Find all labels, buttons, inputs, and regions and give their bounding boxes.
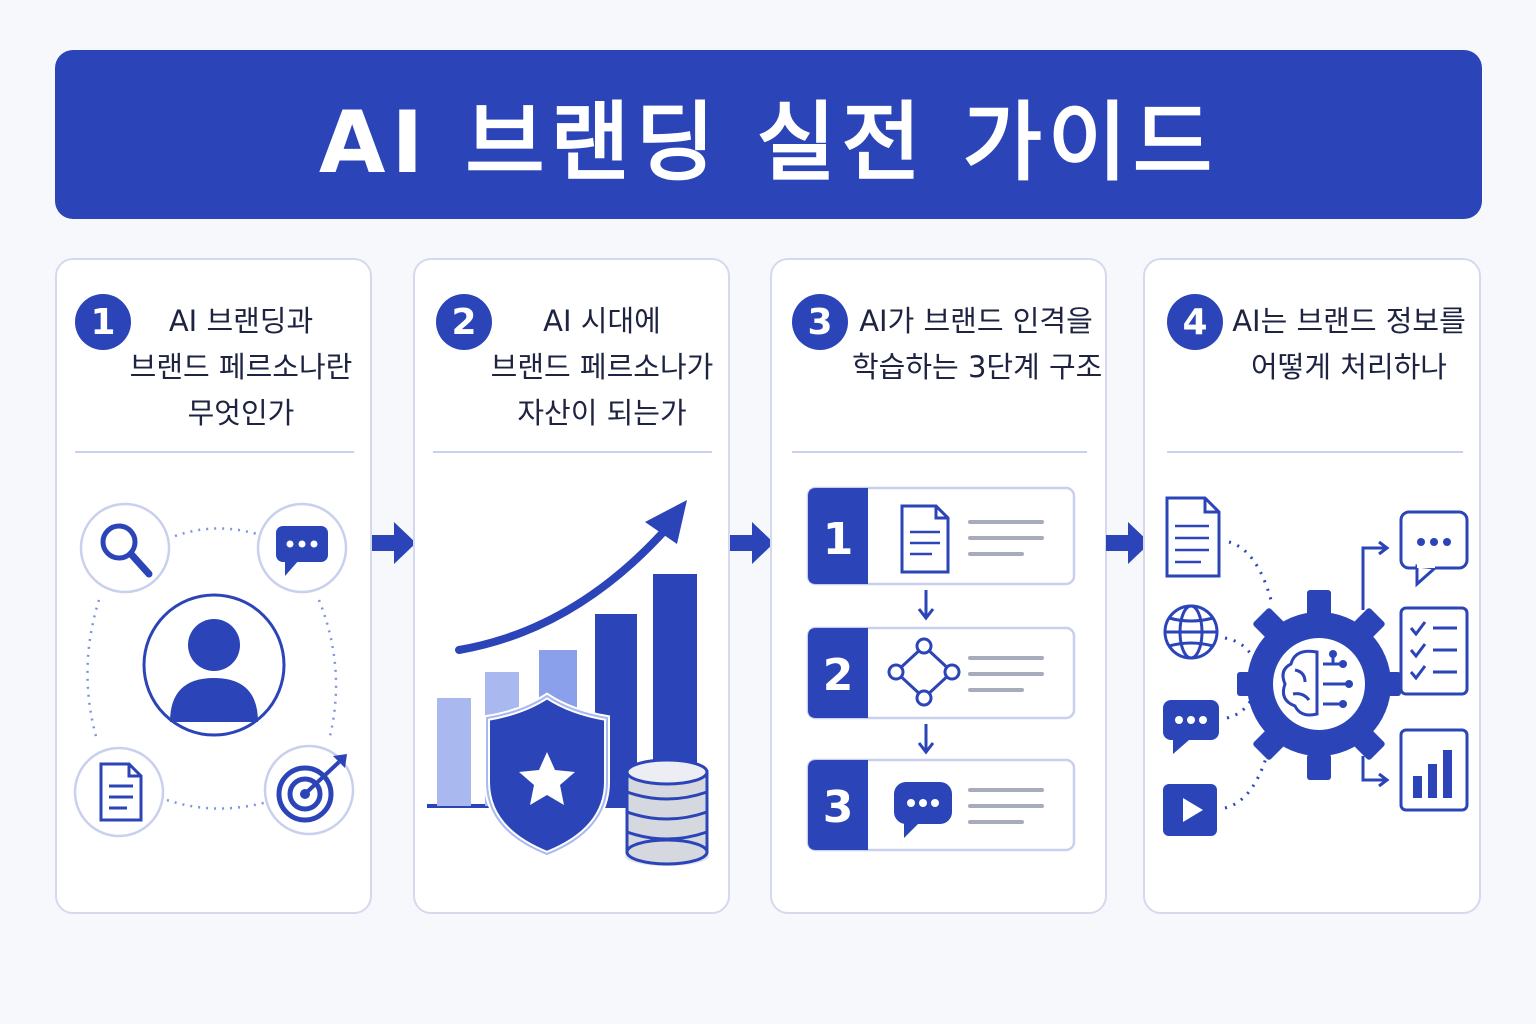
user-avatar-icon bbox=[142, 593, 286, 737]
text-lines-placeholder bbox=[968, 520, 1044, 556]
step-card-2: 2 AI 시대에 브랜드 페르소나가 자산이 되는가 bbox=[413, 258, 730, 914]
step-divider bbox=[1167, 451, 1463, 453]
document-icon bbox=[73, 746, 165, 838]
step-divider bbox=[792, 451, 1087, 453]
stage-box-2 bbox=[806, 626, 1076, 720]
play-video-icon bbox=[1163, 784, 1217, 836]
arrow-head bbox=[1378, 772, 1390, 788]
step-title-line: AI 시대에 bbox=[543, 304, 661, 338]
step-title-line: AI 브랜딩과 bbox=[168, 304, 314, 338]
step-title-4: AI는 브랜드 정보를 어떻게 처리하나 bbox=[1229, 298, 1469, 390]
title-banner: AI 브랜딩 실전 가이드 bbox=[55, 50, 1482, 219]
gear-brain-icon bbox=[1237, 590, 1401, 780]
dotted-connector bbox=[86, 599, 101, 741]
step-divider bbox=[75, 451, 354, 453]
step-number-2: 2 bbox=[436, 294, 492, 350]
globe-icon bbox=[1163, 604, 1219, 660]
coin-stack-icon bbox=[625, 758, 709, 866]
arrow-down-icon bbox=[917, 724, 935, 755]
stage-number: 3 bbox=[823, 782, 854, 833]
stage-number: 2 bbox=[823, 650, 854, 701]
shield-star-icon bbox=[484, 692, 610, 858]
step-title-line: 브랜드 페르소나란 bbox=[129, 350, 353, 384]
chat-bubble-icon bbox=[1399, 510, 1469, 588]
arrow-head bbox=[1378, 540, 1390, 556]
step-divider bbox=[433, 451, 712, 453]
output-connector bbox=[1361, 546, 1385, 782]
dotted-connector bbox=[166, 798, 268, 810]
step-card-1: 1 AI 브랜딩과 브랜드 페르소나란 무엇인가 bbox=[55, 258, 372, 914]
persona-diagram bbox=[73, 502, 355, 838]
bar-chart-icon bbox=[1399, 728, 1469, 812]
document-icon bbox=[1165, 496, 1221, 578]
step-title-1: AI 브랜딩과 브랜드 페르소나란 무엇인가 bbox=[121, 298, 361, 436]
trend-arrowhead bbox=[645, 500, 687, 544]
checklist-icon bbox=[1399, 606, 1469, 696]
search-icon bbox=[79, 502, 171, 594]
stage-number: 1 bbox=[823, 514, 854, 565]
arrow-right-icon bbox=[730, 522, 774, 564]
arrow-right-icon bbox=[1106, 522, 1150, 564]
step-title-2: AI 시대에 브랜드 페르소나가 자산이 되는가 bbox=[487, 298, 717, 436]
trend-arrow bbox=[455, 524, 671, 654]
arrow-right-icon bbox=[372, 522, 416, 564]
step-title-line: 학습하는 3단계 구조 bbox=[852, 350, 1103, 384]
target-icon bbox=[263, 744, 355, 836]
dotted-connector bbox=[174, 527, 258, 538]
step-title-line: AI가 브랜드 인격을 bbox=[859, 304, 1093, 338]
step-number-4: 4 bbox=[1167, 294, 1223, 350]
step-title-line: AI는 브랜드 정보를 bbox=[1232, 304, 1466, 338]
arrow-down-icon bbox=[917, 590, 935, 621]
chat-bubble-icon bbox=[256, 502, 348, 594]
step-card-3: 3 AI가 브랜드 인격을 학습하는 3단계 구조 bbox=[770, 258, 1107, 914]
three-stage-structure: 1 2 3 bbox=[806, 486, 1076, 852]
chat-bubble-icon bbox=[1163, 700, 1219, 754]
step-title-3: AI가 브랜드 인격을 학습하는 3단계 구조 bbox=[852, 298, 1103, 390]
step-card-4: 4 AI는 브랜드 정보를 어떻게 처리하나 bbox=[1143, 258, 1481, 914]
growth-chart-illustration bbox=[427, 500, 709, 866]
ai-processing-diagram bbox=[1163, 496, 1469, 836]
text-lines-placeholder bbox=[968, 656, 1044, 692]
page-title: AI 브랜딩 실전 가이드 bbox=[318, 93, 1219, 193]
step-number-1: 1 bbox=[75, 294, 131, 350]
text-lines-placeholder bbox=[968, 788, 1044, 824]
document-icon bbox=[900, 504, 950, 574]
step-title-line: 무엇인가 bbox=[187, 396, 295, 430]
step-number-3: 3 bbox=[792, 294, 848, 350]
chat-bubble-icon bbox=[894, 782, 952, 838]
step-title-line: 자산이 되는가 bbox=[517, 396, 687, 430]
dotted-connector bbox=[317, 599, 338, 741]
step-title-line: 어떻게 처리하나 bbox=[1251, 350, 1447, 384]
bar bbox=[437, 698, 471, 806]
network-node-icon bbox=[887, 637, 961, 707]
step-title-line: 브랜드 페르소나가 bbox=[490, 350, 714, 384]
